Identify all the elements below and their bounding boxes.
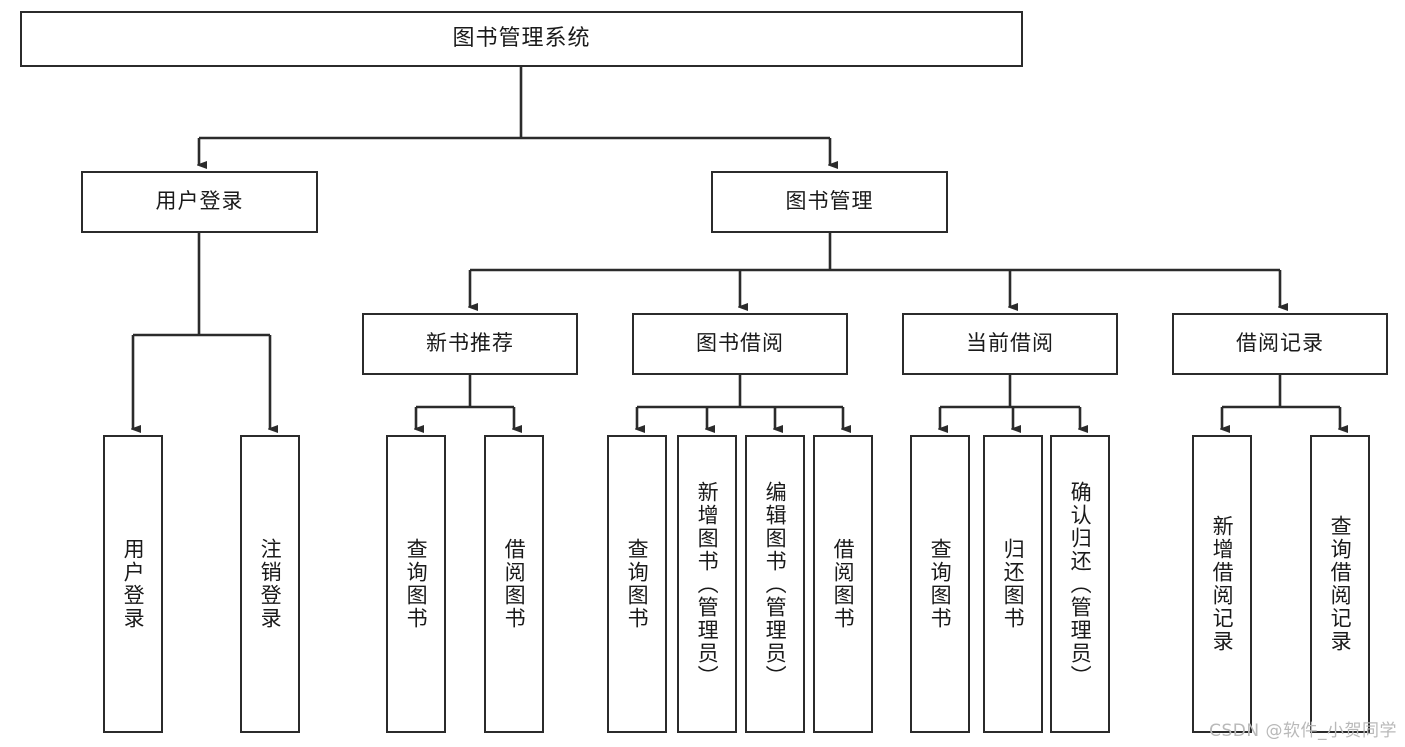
node-leaf-user-login-label: 用户登录	[121, 538, 146, 630]
node-leaf-query-book-3[interactable]: 查询图书	[910, 435, 970, 733]
node-leaf-borrow-book-1[interactable]: 借阅图书	[484, 435, 544, 733]
node-leaf-confirm-return-label: 确认归还（管理员）	[1068, 480, 1093, 688]
node-leaf-query-book-2[interactable]: 查询图书	[607, 435, 667, 733]
node-leaf-user-login[interactable]: 用户登录	[103, 435, 163, 733]
node-leaf-add-book-label: 新增图书（管理员）	[695, 480, 720, 688]
node-leaf-edit-book[interactable]: 编辑图书（管理员）	[745, 435, 805, 733]
node-book-management-label: 图书管理	[785, 189, 874, 214]
node-leaf-query-book-1[interactable]: 查询图书	[386, 435, 446, 733]
node-leaf-borrow-book-2-label: 借阅图书	[831, 538, 856, 630]
node-leaf-add-record-label: 新增借阅记录	[1210, 515, 1235, 653]
node-new-book-recommend-label: 新书推荐	[426, 331, 514, 356]
node-leaf-edit-book-label: 编辑图书（管理员）	[763, 480, 788, 688]
node-borrow-record-label: 借阅记录	[1236, 331, 1324, 356]
watermark-text: CSDN @软件_小贺同学	[1209, 721, 1397, 741]
node-leaf-user-logout[interactable]: 注销登录	[240, 435, 300, 733]
node-leaf-user-logout-label: 注销登录	[258, 538, 283, 630]
node-user-login-label: 用户登录	[155, 189, 244, 214]
node-root-system[interactable]: 图书管理系统	[20, 11, 1023, 67]
node-book-borrow-label: 图书借阅	[696, 331, 784, 356]
node-leaf-borrow-book-2[interactable]: 借阅图书	[813, 435, 873, 733]
node-leaf-return-book[interactable]: 归还图书	[983, 435, 1043, 733]
node-book-management[interactable]: 图书管理	[711, 171, 948, 233]
node-current-borrow-label: 当前借阅	[966, 331, 1054, 356]
node-leaf-query-book-1-label: 查询图书	[404, 538, 429, 630]
node-leaf-add-record[interactable]: 新增借阅记录	[1192, 435, 1252, 733]
node-user-login[interactable]: 用户登录	[81, 171, 318, 233]
node-leaf-confirm-return[interactable]: 确认归还（管理员）	[1050, 435, 1110, 733]
node-leaf-query-book-2-label: 查询图书	[625, 538, 650, 630]
node-book-borrow[interactable]: 图书借阅	[632, 313, 848, 375]
node-leaf-return-book-label: 归还图书	[1001, 538, 1026, 630]
node-current-borrow[interactable]: 当前借阅	[902, 313, 1118, 375]
node-leaf-query-book-3-label: 查询图书	[928, 538, 953, 630]
node-leaf-query-record[interactable]: 查询借阅记录	[1310, 435, 1370, 733]
node-leaf-add-book[interactable]: 新增图书（管理员）	[677, 435, 737, 733]
node-leaf-query-record-label: 查询借阅记录	[1328, 515, 1353, 653]
node-root-label: 图书管理系统	[452, 25, 591, 51]
node-borrow-record[interactable]: 借阅记录	[1172, 313, 1388, 375]
node-new-book-recommend[interactable]: 新书推荐	[362, 313, 578, 375]
node-leaf-borrow-book-1-label: 借阅图书	[502, 538, 527, 630]
